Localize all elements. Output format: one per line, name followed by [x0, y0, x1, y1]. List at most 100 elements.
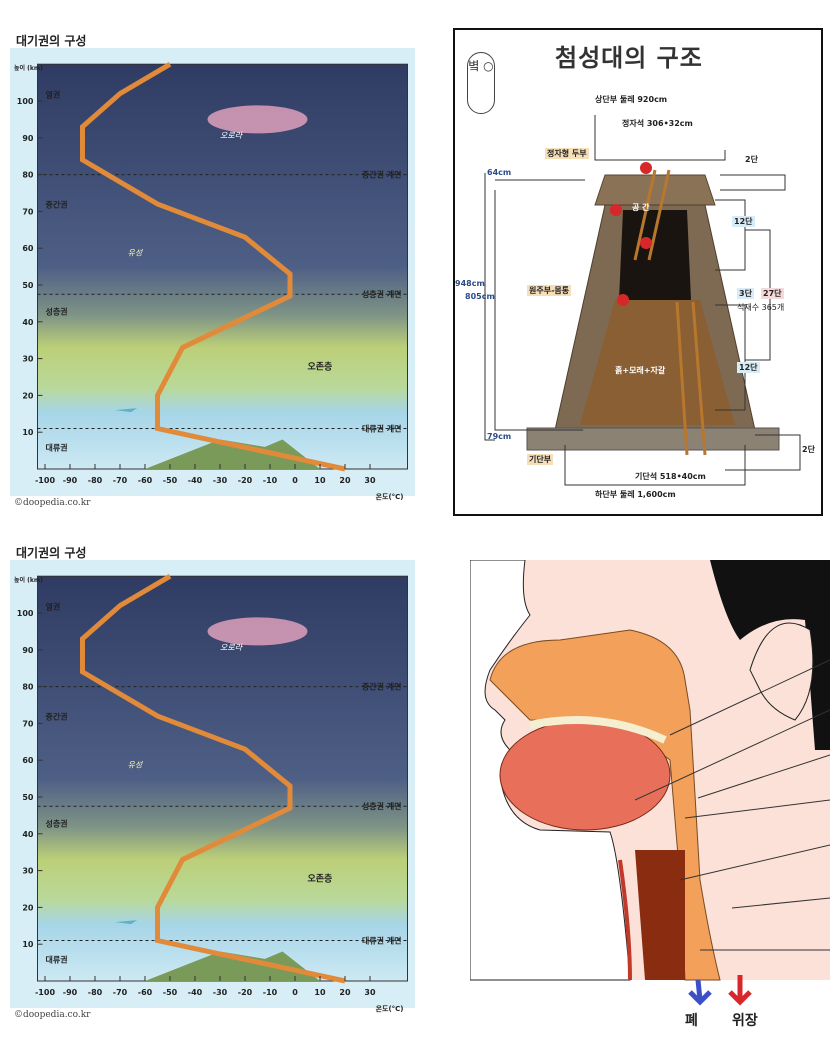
boundary-label: 성층권 계면: [362, 289, 402, 299]
ladder-icon: [633, 169, 707, 456]
aurora: [207, 617, 308, 646]
layer-label: 대류권: [46, 443, 68, 453]
credit-text: ©doopedia.co.kr: [14, 498, 91, 508]
boundary-label: 중간권 계면: [362, 682, 402, 692]
x-tick-label: -90: [63, 476, 78, 485]
hair: [710, 560, 830, 750]
x-tick-label: 0: [292, 476, 298, 485]
temperature-line: [80, 574, 346, 984]
x-tick-label: -40: [188, 476, 203, 485]
label-stomach: 위장: [732, 1013, 758, 1029]
x-tick-label: 10: [314, 476, 326, 485]
label-12-tiers-lower: 12단: [737, 362, 760, 373]
x-tick-label: -50: [163, 988, 178, 997]
label-aurora: 오로라: [220, 131, 244, 140]
x-tick-label: -60: [138, 476, 153, 485]
label-12-tiers-upper: 12단: [732, 216, 755, 227]
mountain: [145, 951, 320, 981]
boundary-label: 대류권 계면: [362, 936, 402, 946]
boundary-label: 성층권 계면: [362, 801, 402, 811]
label-bottom-circumference: 하단부 둘레 1,600cm: [595, 490, 676, 499]
y-tick-label: 50: [22, 281, 34, 290]
y-tick-label: 90: [22, 646, 34, 655]
label-64cm: 64cm: [487, 168, 512, 177]
trachea: [635, 850, 685, 980]
logo-badge: 볔 ○: [467, 52, 495, 114]
x-axis-label: 온도(°C): [376, 1004, 404, 1013]
aurora: [207, 105, 308, 134]
label-meteor: 유성: [128, 249, 144, 258]
label-805cm: 805cm: [465, 292, 495, 301]
marker-icons: [610, 162, 652, 306]
layer-label: 성층권: [46, 818, 68, 828]
y-tick-label: 40: [22, 318, 34, 327]
ear: [749, 622, 814, 721]
x-tick-label: -10: [263, 476, 278, 485]
layer-label: 중간권: [46, 712, 68, 722]
x-axis-label: 온도(°C): [376, 492, 404, 501]
label-ozone-layer: 오존층: [308, 873, 333, 885]
tower-illustration: [484, 115, 801, 486]
label-base: 기단부: [527, 454, 554, 465]
chart-title: 대기권의 구성: [16, 34, 87, 48]
label-fill: 흙+모래+자갈: [615, 366, 666, 375]
cheomseongdae-diagram: 첨성대의 구조 볔 ○: [453, 28, 823, 516]
y-axis-label: 높이 (km): [14, 576, 43, 584]
x-tick-label: -10: [263, 988, 278, 997]
label-lung: 폐: [685, 1013, 698, 1029]
label-space: 공 간: [632, 203, 650, 212]
layer-label: 성층권: [46, 306, 68, 316]
label-3-tiers: 3단: [737, 288, 754, 299]
x-tick-label: 30: [364, 988, 376, 997]
x-tick-label: 30: [364, 476, 376, 485]
airplane-icon: [115, 408, 137, 413]
x-tick-label: -70: [113, 476, 128, 485]
y-tick-label: 100: [17, 97, 34, 106]
y-tick-label: 20: [22, 391, 34, 400]
x-tick-label: -20: [238, 476, 253, 485]
y-tick-label: 80: [22, 171, 34, 180]
x-tick-label: -80: [88, 988, 103, 997]
label-base-stone: 기단석 518•40cm: [635, 472, 706, 481]
y-tick-label: 100: [17, 609, 34, 618]
y-tick-label: 90: [22, 134, 34, 143]
label-aurora: 오로라: [220, 643, 244, 652]
x-tick-label: -50: [163, 476, 178, 485]
boundary-label: 중간권 계면: [362, 170, 402, 180]
esophagus-line: [618, 859, 632, 981]
x-tick-label: 0: [292, 988, 298, 997]
label-head: 정자형 두부: [545, 148, 589, 159]
label-body: 원주부-몸통: [527, 285, 572, 296]
x-tick-label: -100: [35, 476, 55, 485]
diagram-title: 첨성대의 구조: [555, 44, 703, 72]
arrow-down-red-icon: [728, 975, 752, 1006]
y-tick-label: 30: [22, 867, 34, 876]
y-tick-label: 60: [22, 756, 34, 765]
x-tick-label: -60: [138, 988, 153, 997]
mountain: [145, 439, 320, 469]
y-axis-label: 높이 (km): [14, 64, 43, 72]
y-tick-label: 20: [22, 903, 34, 912]
temperature-line: [80, 62, 346, 472]
y-tick-label: 80: [22, 683, 34, 692]
tower-base: [526, 427, 780, 451]
y-tick-label: 70: [22, 207, 34, 216]
callout-lines: [634, 659, 830, 951]
x-tick-label: -90: [63, 988, 78, 997]
airplane-icon: [115, 920, 137, 925]
label-79cm: 79cm: [487, 432, 512, 441]
layer-label: 중간권: [46, 200, 68, 210]
arrow-down-blue-icon: [688, 979, 712, 1006]
tongue: [499, 719, 671, 831]
x-tick-label: 20: [339, 988, 351, 997]
tower-head: [594, 174, 716, 206]
label-jeongja-stone: 정자석 306•32cm: [622, 119, 693, 128]
x-tick-label: -40: [188, 988, 203, 997]
y-tick-label: 50: [22, 793, 34, 802]
x-tick-label: -30: [213, 476, 228, 485]
tower-interior: [619, 210, 691, 300]
y-tick-label: 70: [22, 719, 34, 728]
